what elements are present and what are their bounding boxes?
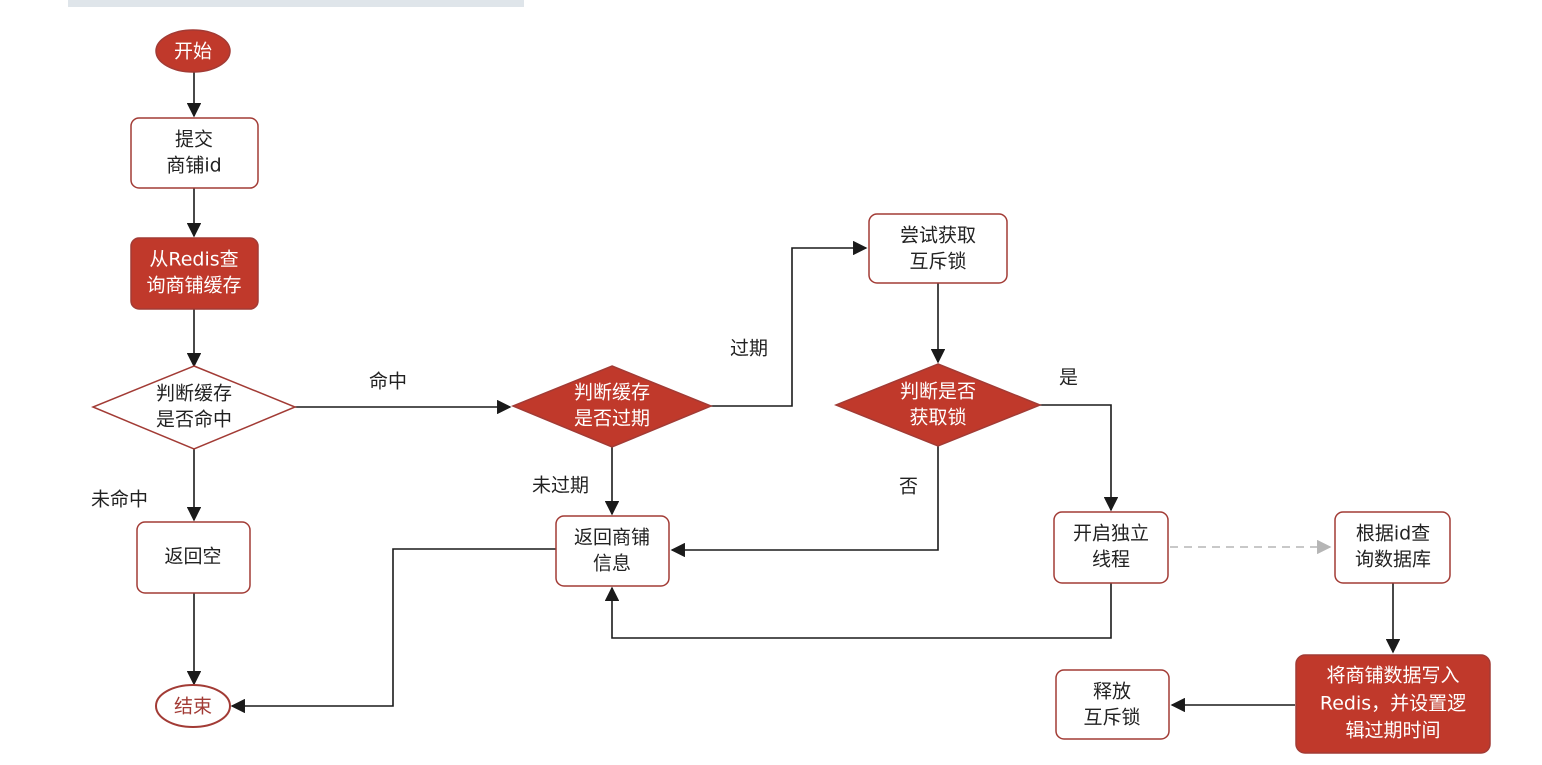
check-lock-acquired-line2: 获取锁: [909, 407, 966, 429]
release-lock-line1: 释放: [1093, 681, 1131, 703]
edge-label-no: 否: [899, 476, 918, 498]
start-thread-line2: 线程: [1092, 549, 1130, 571]
edge-label-yes: 是: [1059, 367, 1078, 389]
release-lock-line2: 互斥锁: [1083, 707, 1140, 729]
return-empty-node: 返回空: [136, 521, 251, 594]
top-highlight-bar: [68, 0, 524, 7]
return-shop-info-line2: 信息: [593, 553, 631, 575]
query-redis-line1: 从Redis查: [149, 249, 238, 271]
edge-return-info-to-end: [230, 548, 556, 714]
submit-shop-id-node: 提交 商铺id: [130, 117, 259, 189]
try-acquire-lock-line2: 互斥锁: [909, 251, 966, 273]
end-label: 结束: [174, 696, 212, 718]
release-lock-node: 释放 互斥锁: [1055, 669, 1170, 740]
start-thread-line1: 开启独立: [1073, 523, 1149, 545]
write-redis-node: 将商铺数据写入 Redis，并设置逻 辑过期时间: [1295, 654, 1491, 754]
query-redis-line2: 询商铺缓存: [146, 275, 241, 297]
check-cache-hit-decision: 判断缓存 是否命中: [91, 365, 297, 450]
check-cache-expired-line2: 是否过期: [574, 408, 650, 430]
check-cache-hit-line1: 判断缓存: [156, 383, 232, 405]
check-lock-acquired-line1: 判断是否: [900, 381, 976, 403]
edge-check-lock-to-start-thread: [1040, 404, 1119, 512]
check-lock-acquired-decision: 判断是否 获取锁: [833, 363, 1043, 447]
start-node: 开始: [155, 29, 231, 73]
start-thread-node: 开启独立 线程: [1053, 511, 1169, 584]
check-cache-expired-line1: 判断缓存: [574, 382, 650, 404]
edge-label-not-expired: 未过期: [532, 475, 589, 497]
query-database-line1: 根据id查: [1356, 523, 1430, 545]
edge-check-lock-to-return-info: [670, 446, 939, 558]
edge-label-miss: 未命中: [91, 489, 148, 511]
end-node: 结束: [155, 684, 231, 728]
edge-label-expired: 过期: [730, 338, 768, 360]
try-acquire-lock-line1: 尝试获取: [900, 225, 976, 247]
write-redis-line1: 将商铺数据写入: [1326, 665, 1459, 687]
submit-shop-id-line2: 商铺id: [166, 155, 221, 177]
submit-shop-id-line1: 提交: [175, 129, 213, 151]
return-empty-label: 返回空: [164, 546, 221, 568]
write-redis-line3: 辑过期时间: [1345, 720, 1440, 742]
query-redis-node: 从Redis查 询商铺缓存: [130, 237, 259, 310]
edge-label-hit: 命中: [369, 371, 407, 393]
edge-check-expired-to-try-lock: [711, 240, 868, 407]
try-acquire-lock-node: 尝试获取 互斥锁: [868, 213, 1008, 284]
check-cache-expired-decision: 判断缓存 是否过期: [511, 365, 713, 448]
edge-start-thread-to-return-info: [604, 583, 1112, 639]
query-database-line2: 询数据库: [1355, 549, 1431, 571]
start-label: 开始: [174, 41, 212, 63]
write-redis-line2: Redis，并设置逻: [1320, 693, 1466, 715]
query-database-node: 根据id查 询数据库: [1334, 511, 1451, 584]
return-shop-info-node: 返回商铺 信息: [555, 515, 670, 587]
return-shop-info-line1: 返回商铺: [574, 527, 650, 549]
check-cache-hit-line2: 是否命中: [156, 409, 232, 431]
